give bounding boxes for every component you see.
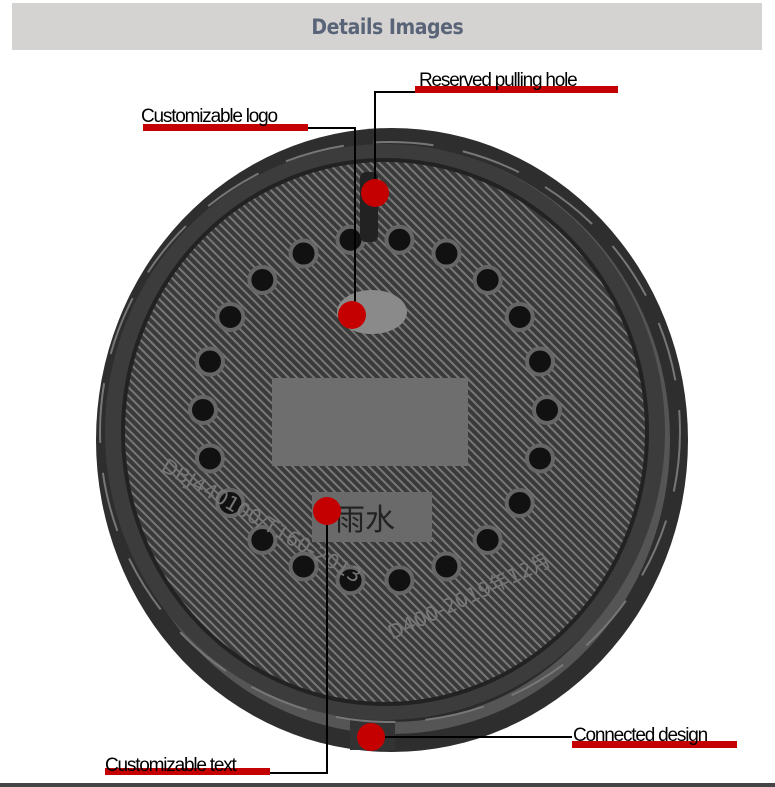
label-underline — [572, 741, 737, 748]
drain-hole — [288, 551, 319, 582]
drain-hole — [472, 265, 503, 296]
drain-hole — [472, 524, 503, 555]
label-underline — [143, 124, 308, 131]
label-underline — [105, 768, 270, 775]
drain-hole — [215, 487, 246, 518]
drain-hole — [335, 224, 366, 255]
callout-lines — [270, 91, 572, 774]
drain-hole — [384, 565, 415, 596]
drain-hole — [431, 551, 462, 582]
drain-holes — [188, 224, 562, 596]
drain-hole — [194, 346, 225, 377]
section-title: Details Images — [311, 14, 463, 39]
logo-plate — [272, 378, 468, 466]
marker-logo — [338, 301, 366, 329]
drain-hole — [525, 443, 556, 474]
drain-hole — [504, 302, 535, 333]
drain-hole — [532, 395, 562, 425]
drain-hole — [247, 524, 278, 555]
section-header: Details Images — [12, 3, 762, 50]
drain-hole — [194, 443, 225, 474]
callout-markers — [313, 179, 389, 751]
drain-hole — [384, 224, 415, 255]
callout-label-logo: Customizable logo — [141, 106, 278, 127]
drain-hole — [188, 395, 218, 425]
marker-text — [313, 497, 341, 525]
callout-label-text: Customizable text — [105, 755, 237, 776]
drain-hole — [335, 565, 366, 596]
bottom-border — [0, 783, 775, 787]
drain-hole — [247, 265, 278, 296]
drain-hole — [504, 487, 535, 518]
marker-connected — [357, 723, 385, 751]
drain-hole — [431, 238, 462, 269]
label-underline — [415, 86, 618, 93]
marker-pulling-hole — [361, 179, 389, 207]
embossed-logo-text: 雨水 — [335, 503, 395, 538]
drain-hole — [525, 346, 556, 377]
drain-hole — [215, 302, 246, 333]
drain-hole — [288, 238, 319, 269]
callout-label-pulling-hole: Reserved pulling hole — [419, 70, 578, 91]
callout-label-connected: Connected design — [573, 725, 708, 746]
